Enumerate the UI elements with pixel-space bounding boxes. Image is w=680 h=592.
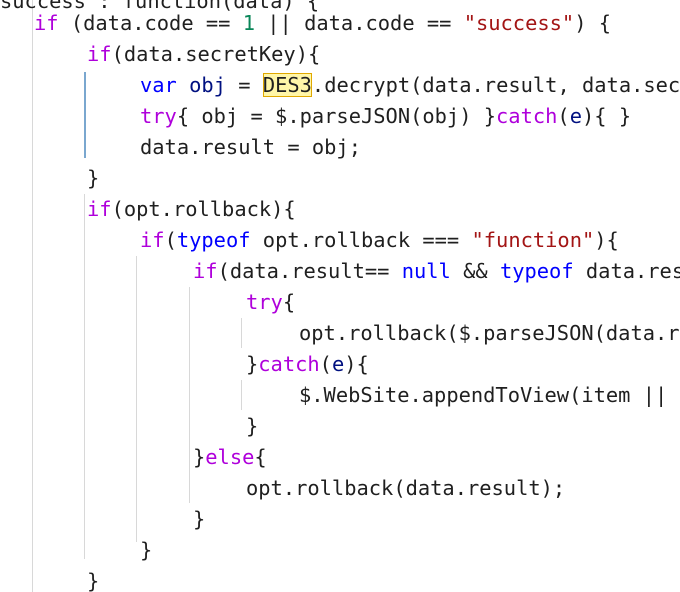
code-token: else (205, 445, 255, 469)
code-line: try{ obj = $.parseJSON(obj) }catch(e){ } (140, 101, 631, 132)
code-token: ( (164, 228, 177, 252)
code-token: { (282, 290, 296, 314)
code-line: $.WebSite.appendToView(item || (299, 380, 680, 411)
code-token: if (34, 11, 59, 35)
code-token: e (331, 352, 345, 376)
code-token: } (140, 538, 153, 562)
code-token: } (87, 166, 100, 190)
code-line: } (87, 163, 99, 194)
code-token: } (246, 352, 259, 376)
code-token: catch (496, 104, 558, 128)
code-token: data.result = obj; (140, 135, 361, 159)
code-token: (opt.rollback){ (111, 197, 296, 221)
code-line: data.result = obj; (140, 132, 361, 163)
code-token: success : function(data) { (0, 0, 320, 13)
code-line: if (data.code == 1 || data.code == "succ… (34, 8, 611, 39)
code-line: opt.rollback(data.result); (246, 473, 565, 504)
code-token: try (140, 104, 177, 128)
code-token: ( (557, 104, 570, 128)
code-token: if (87, 42, 112, 66)
code-line: opt.rollback($.parseJSON(data.result)); (299, 318, 680, 349)
code-line: if(data.secretKey){ (87, 39, 320, 70)
code-token: ){ } (581, 104, 632, 128)
code-line: if(opt.rollback){ (87, 194, 296, 225)
code-line: if(typeof opt.rollback === "function"){ (140, 225, 619, 256)
code-line: } (193, 504, 205, 535)
code-token: opt.rollback($.parseJSON(data.result)); (299, 321, 680, 345)
code-token: if (87, 197, 112, 221)
code-token: var (140, 73, 177, 97)
code-token: "success" (463, 11, 575, 35)
code-token: typeof (499, 259, 574, 283)
code-token: && (450, 259, 500, 283)
indent-guide (241, 318, 242, 348)
code-token: .decrypt(data.result, data.secretKey); (311, 73, 680, 97)
code-token: catch (258, 352, 320, 376)
code-line: if(data.result== null && typeof data.res… (193, 256, 680, 287)
code-token: ){ (594, 228, 619, 252)
indent-guide (189, 473, 190, 503)
code-token: (data.code == (58, 11, 243, 35)
code-token: { (254, 445, 267, 469)
code-token: } (87, 569, 100, 592)
code-token: } (193, 445, 206, 469)
code-line: }else{ (193, 442, 267, 473)
code-token: } (246, 414, 259, 438)
code-token: obj (189, 73, 226, 97)
code-token: opt.rollback === (250, 228, 472, 252)
code-token: ) { (574, 11, 612, 35)
code-line: } (140, 535, 152, 566)
code-token: if (140, 228, 165, 252)
code-token: 1 (242, 11, 255, 35)
code-token: (data.secretKey){ (111, 42, 321, 66)
indent-guide (84, 72, 86, 158)
code-token (177, 73, 189, 97)
code-token: "function" (471, 228, 595, 252)
code-token: data.result (585, 259, 680, 283)
code-token: opt.rollback(data.result); (246, 476, 566, 500)
code-token: e (569, 104, 582, 128)
code-line: }catch(e){ (246, 349, 369, 380)
code-line: } (87, 566, 99, 592)
code-token: typeof (176, 228, 251, 252)
code-token: } (193, 507, 206, 531)
indent-guide (241, 380, 242, 410)
code-token: null (401, 259, 451, 283)
code-token: if (193, 259, 218, 283)
code-token: try (246, 290, 283, 314)
code-line: } (246, 411, 258, 442)
indent-guide (136, 256, 137, 542)
highlighted-symbol: DES3 (262, 73, 312, 97)
code-line: success : function(data) { (0, 0, 319, 17)
indent-guide (32, 0, 33, 592)
code-token: $.WebSite.appendToView(item || (299, 383, 680, 407)
code-token: (data.result== (217, 259, 402, 283)
code-token: ( (319, 352, 332, 376)
code-line: try{ (246, 287, 295, 318)
code-token: || data.code == (255, 11, 464, 35)
indent-guide (84, 194, 85, 559)
code-token: { obj = $.parseJSON(obj) } (176, 104, 497, 128)
indent-guide (189, 287, 190, 478)
code-token: ){ (344, 352, 369, 376)
code-line: var obj = DES3.decrypt(data.result, data… (140, 70, 680, 101)
code-token: = (225, 73, 263, 97)
